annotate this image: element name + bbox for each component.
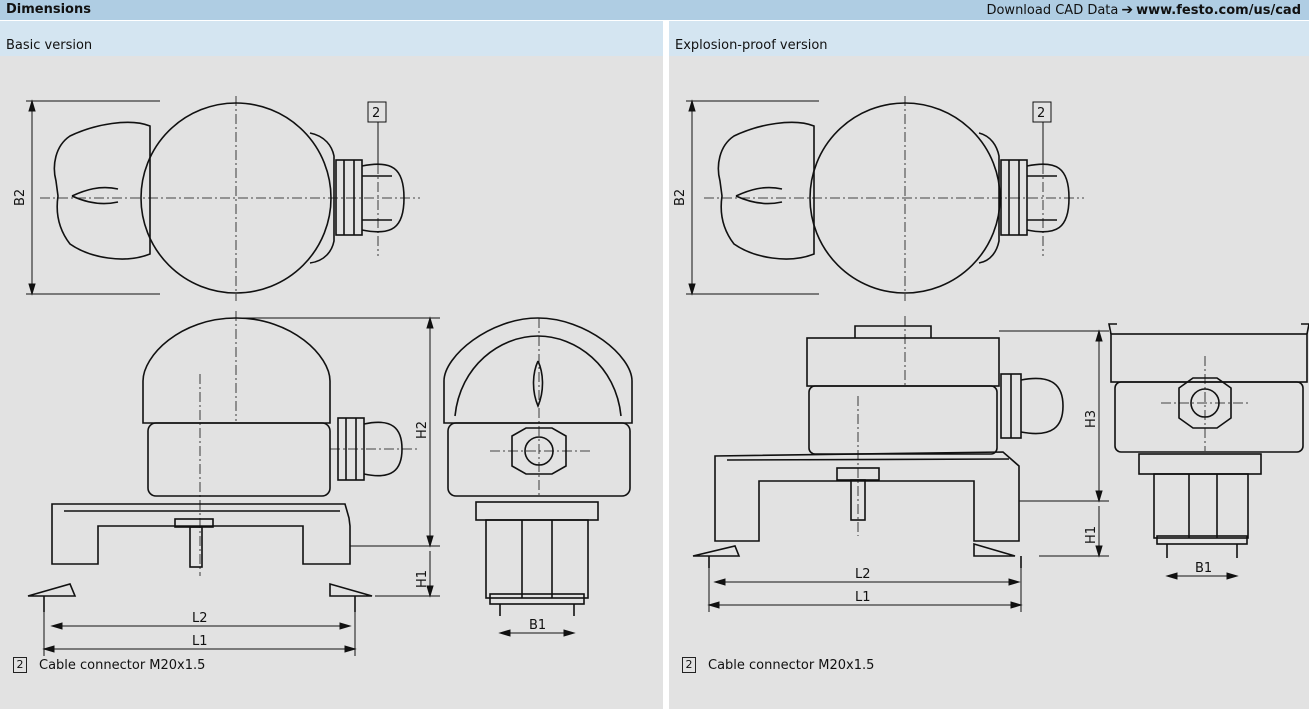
panel-explosion-proof-version: Explosion-proof version 2 (669, 21, 1309, 709)
download-text: Download CAD Data (986, 3, 1119, 18)
dome-cover-front (142, 317, 331, 424)
housing-front (808, 385, 998, 455)
dim-l2: L2 (192, 611, 208, 626)
legend-item: 2 Cable connector M20x1.5 (13, 657, 205, 673)
legend-text: Cable connector M20x1.5 (708, 657, 875, 673)
nut-hex (1178, 377, 1232, 429)
header-bar: Dimensions Download CAD Data➔www.festo.c… (0, 0, 1309, 20)
panel-title: Basic version (6, 38, 93, 53)
cable-gland-top (335, 159, 363, 236)
dim-b2: B2 (13, 189, 28, 206)
lid-front (806, 337, 1000, 387)
panel-header: Explosion-proof version (669, 36, 1309, 56)
basic-version-drawing: 2 B2 (13, 96, 633, 656)
panel-basic-version: Basic version 2 (0, 21, 663, 709)
mounting-bracket-front (51, 503, 351, 565)
download-url[interactable]: www.festo.com/us/cad (1136, 3, 1301, 18)
callout-2-box (1032, 101, 1052, 123)
cable-gland-top (1000, 159, 1028, 236)
dim-h3: H3 (1084, 410, 1099, 428)
callout-2-label: 2 (372, 106, 380, 121)
dim-b2: B2 (673, 189, 688, 206)
actuator-body-side (1153, 473, 1249, 539)
callout-2-box (367, 101, 387, 123)
arrow-right-icon: ➔ (1121, 2, 1134, 18)
housing-side (1114, 381, 1304, 453)
dim-b1: B1 (529, 618, 546, 633)
callout-2-label: 2 (1037, 106, 1045, 121)
legend-number: 2 (682, 657, 696, 673)
panel-header: Basic version (0, 36, 663, 56)
explosion-proof-drawing: 2 B2 (673, 96, 1309, 612)
legend-item: 2 Cable connector M20x1.5 (682, 657, 874, 673)
mounting-bracket-front (714, 451, 1020, 542)
section-title: Dimensions (6, 2, 91, 17)
housing-top-outline (717, 121, 815, 260)
legend-number: 2 (13, 657, 27, 673)
actuator-body-side (485, 519, 589, 599)
lid-side (1110, 333, 1308, 383)
legend-text: Cable connector M20x1.5 (39, 657, 206, 673)
dim-h1: H1 (1084, 526, 1099, 544)
dim-h1: H1 (415, 570, 430, 588)
download-cad-link[interactable]: Download CAD Data➔www.festo.com/us/cad (986, 2, 1301, 18)
dim-b1: B1 (1195, 561, 1212, 576)
dim-l1: L1 (855, 590, 871, 605)
housing-top-outline (53, 121, 151, 260)
housing-front (147, 422, 331, 497)
dim-l2: L2 (855, 567, 871, 582)
dim-l1: L1 (192, 634, 208, 649)
dome-cover-side (443, 317, 633, 424)
dim-h2: H2 (415, 421, 430, 439)
panel-title: Explosion-proof version (675, 38, 828, 53)
nut-hex (511, 427, 567, 475)
